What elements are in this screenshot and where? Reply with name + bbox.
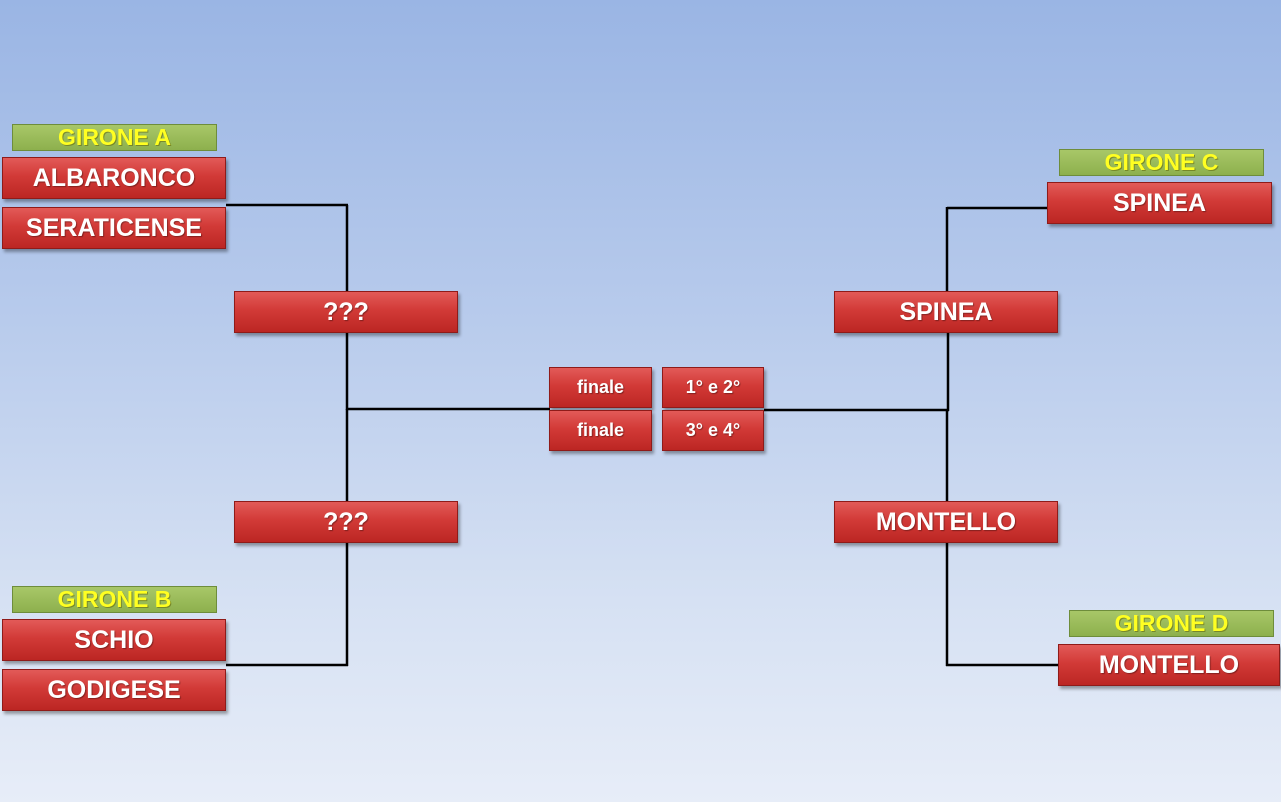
final-places-first: 1° e 2°	[662, 367, 764, 408]
semifinal-left-top: ???	[234, 291, 458, 333]
semifinal-left-bottom: ???	[234, 501, 458, 543]
group-a-label: GIRONE A	[12, 124, 217, 151]
group-d-label: GIRONE D	[1069, 610, 1274, 637]
final-places-second: 3° e 4°	[662, 410, 764, 451]
semifinal-right-top: SPINEA	[834, 291, 1058, 333]
team-seraticense: SERATICENSE	[2, 207, 226, 249]
team-godigese: GODIGESE	[2, 669, 226, 711]
final-label-second: finale	[549, 410, 652, 451]
final-label-first: finale	[549, 367, 652, 408]
group-c-label: GIRONE C	[1059, 149, 1264, 176]
group-b-label: GIRONE B	[12, 586, 217, 613]
team-spinea: SPINEA	[1047, 182, 1272, 224]
team-schio: SCHIO	[2, 619, 226, 661]
team-albaronco: ALBARONCO	[2, 157, 226, 199]
team-montello: MONTELLO	[1058, 644, 1280, 686]
semifinal-right-bottom: MONTELLO	[834, 501, 1058, 543]
